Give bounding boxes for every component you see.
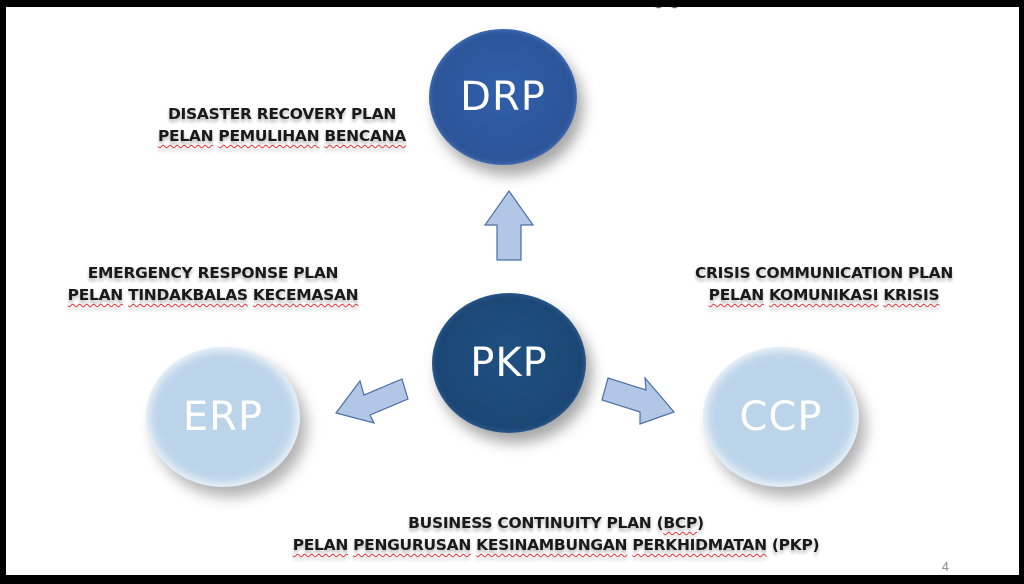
page-number: 4 — [941, 559, 949, 574]
ccp-abbr: CCP — [739, 394, 823, 440]
pkp-label-prefix: BUSINESS CONTINUITY PLAN ( — [408, 514, 664, 532]
pkp-label: BUSINESS CONTINUITY PLAN (BCP) PELAN PEN… — [256, 512, 856, 556]
ccp-word: KRISIS — [883, 286, 940, 304]
pkp-label-abbr: BCP — [663, 514, 698, 532]
drp-abbr: DRP — [460, 74, 546, 120]
arrow-up-to-drp — [483, 189, 535, 261]
erp-word: PELAN — [67, 286, 124, 304]
pkp-word: (PKP) — [771, 536, 820, 554]
pkp-word: PENGURUSAN — [353, 536, 471, 554]
cropped-title-fragment — [654, 7, 694, 11]
ccp-label: CRISIS COMMUNICATION PLAN PELAN KOMUNIKA… — [664, 262, 984, 306]
drp-label-malay: PELAN PEMULIHAN BENCANA — [147, 125, 417, 147]
pkp-label-malay: PELAN PENGURUSAN KESINAMBUNGAN PERKHIDMA… — [256, 534, 856, 556]
erp-circle: ERP — [146, 347, 300, 487]
slide: DISASTER RECOVERY PLAN PELAN PEMULIHAN B… — [6, 7, 1019, 575]
pkp-word: PELAN — [292, 536, 349, 554]
ccp-label-english: CRISIS COMMUNICATION PLAN — [694, 264, 954, 282]
drp-word: PEMULIHAN — [218, 127, 320, 145]
pkp-label-english: BUSINESS CONTINUITY PLAN (BCP) — [256, 512, 856, 534]
erp-label-english: EMERGENCY RESPONSE PLAN — [87, 264, 339, 282]
erp-label: EMERGENCY RESPONSE PLAN PELAN TINDAKBALA… — [53, 262, 373, 306]
erp-abbr: ERP — [182, 394, 264, 440]
pkp-abbr: PKP — [470, 340, 548, 386]
drp-label: DISASTER RECOVERY PLAN PELAN PEMULIHAN B… — [147, 103, 417, 147]
arrow-down-right-to-ccp — [601, 376, 676, 425]
arrow-down-right-shape — [601, 376, 676, 425]
pkp-word: KESINAMBUNGAN — [476, 536, 628, 554]
pkp-circle: PKP — [432, 293, 586, 433]
erp-label-malay: PELAN TINDAKBALAS KECEMASAN — [53, 284, 373, 306]
ccp-label-malay: PELAN KOMUNIKASI KRISIS — [664, 284, 984, 306]
drp-word: PELAN — [158, 127, 214, 145]
erp-word: TINDAKBALAS — [128, 286, 248, 304]
drp-label-english: DISASTER RECOVERY PLAN — [167, 105, 396, 123]
erp-word: KECEMASAN — [252, 286, 359, 304]
arrow-up-shape — [483, 189, 535, 261]
ccp-circle: CCP — [703, 347, 859, 487]
drp-word: BENCANA — [324, 127, 406, 145]
drp-circle: DRP — [429, 29, 577, 165]
pkp-word: PERKHIDMATAN — [632, 536, 767, 554]
ccp-word: KOMUNIKASI — [769, 286, 879, 304]
ccp-word: PELAN — [708, 286, 765, 304]
arrow-down-left-to-erp — [334, 378, 409, 424]
pkp-label-suffix: ) — [697, 514, 704, 532]
arrow-down-left-shape — [334, 378, 409, 424]
